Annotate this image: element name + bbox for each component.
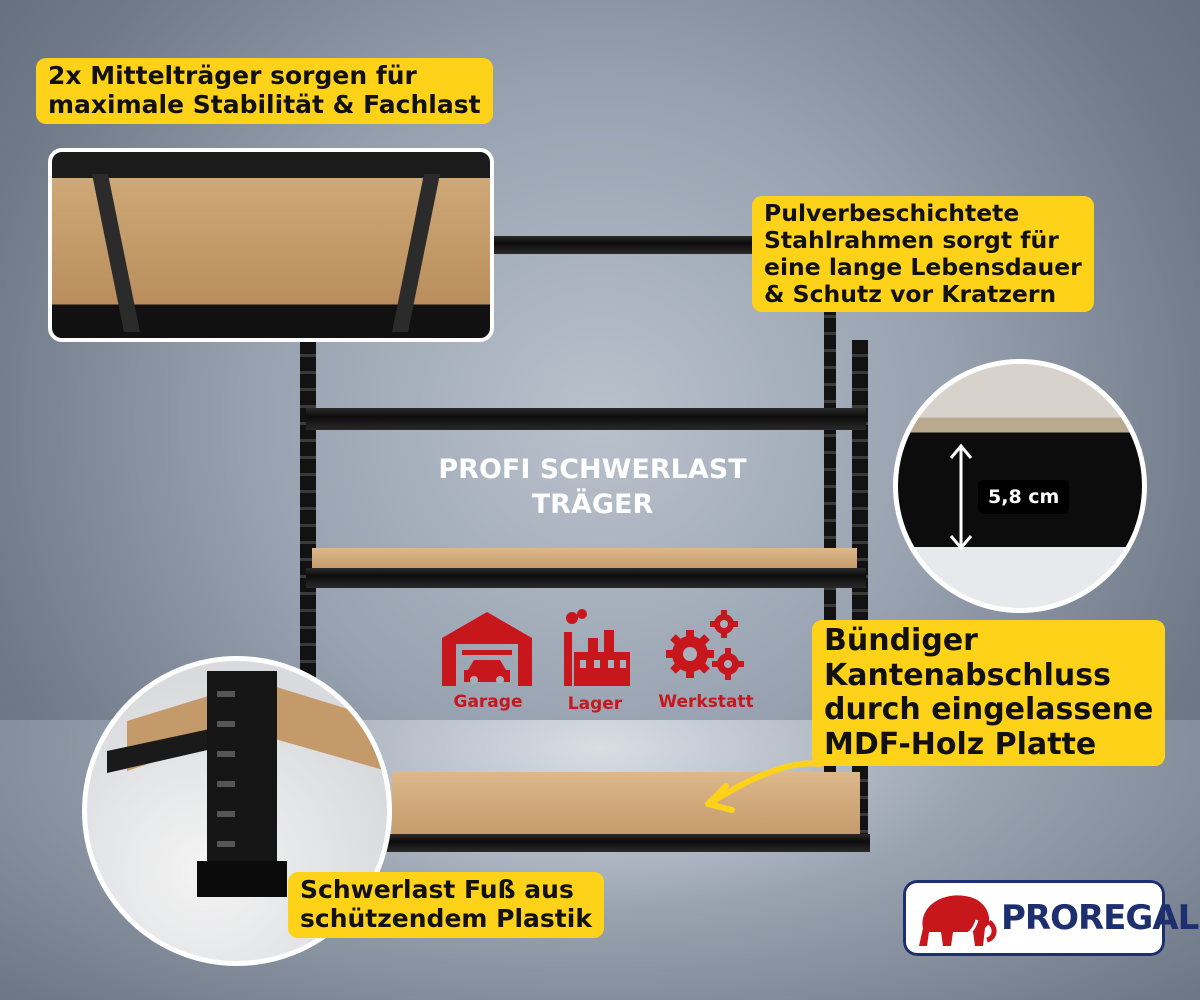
callout-center-beams: 2x Mittelträger sorgen für maximale Stab…: [36, 58, 493, 124]
factory-icon: [564, 609, 630, 686]
usage-label-garage: Garage: [453, 692, 523, 712]
shelf-beam-bottom: [360, 834, 870, 852]
shelf-beam-2: [306, 408, 866, 430]
callout-foot: Schwerlast Fuß aus schützendem Plastik: [288, 872, 604, 938]
callout-frame: Pulverbeschichtete Stahlrahmen sorgt für…: [752, 196, 1094, 313]
usage-label-lager: Lager: [567, 694, 623, 714]
shelf-board-bottom: [392, 772, 860, 836]
shelf-beam-top: [490, 236, 760, 254]
inset-measurement-photo: 5,8 cm: [893, 359, 1147, 613]
headline: PROFI SCHWERLAST TRÄGER: [438, 454, 747, 521]
callout-edge: Bündiger Kantenabschluss durch eingelass…: [812, 620, 1166, 766]
curved-arrow-icon: [705, 760, 823, 813]
shelf-beam-3: [306, 568, 866, 588]
double-arrow-icon: [949, 443, 973, 551]
foot-illustration: [107, 671, 387, 897]
brand-logo: PROREGAL: [903, 880, 1199, 956]
brand-name: PROREGAL: [1001, 898, 1199, 938]
inset-center-beams-photo: [48, 148, 494, 342]
measurement-label: 5,8 cm: [978, 480, 1070, 514]
center-beams-illustration: [92, 174, 440, 332]
garage-icon: [442, 612, 532, 686]
mammoth-icon: [919, 895, 997, 946]
gears-icon: [666, 610, 744, 680]
shelf-board-3: [312, 548, 857, 570]
usage-label-werkstatt: Werkstatt: [658, 692, 754, 712]
